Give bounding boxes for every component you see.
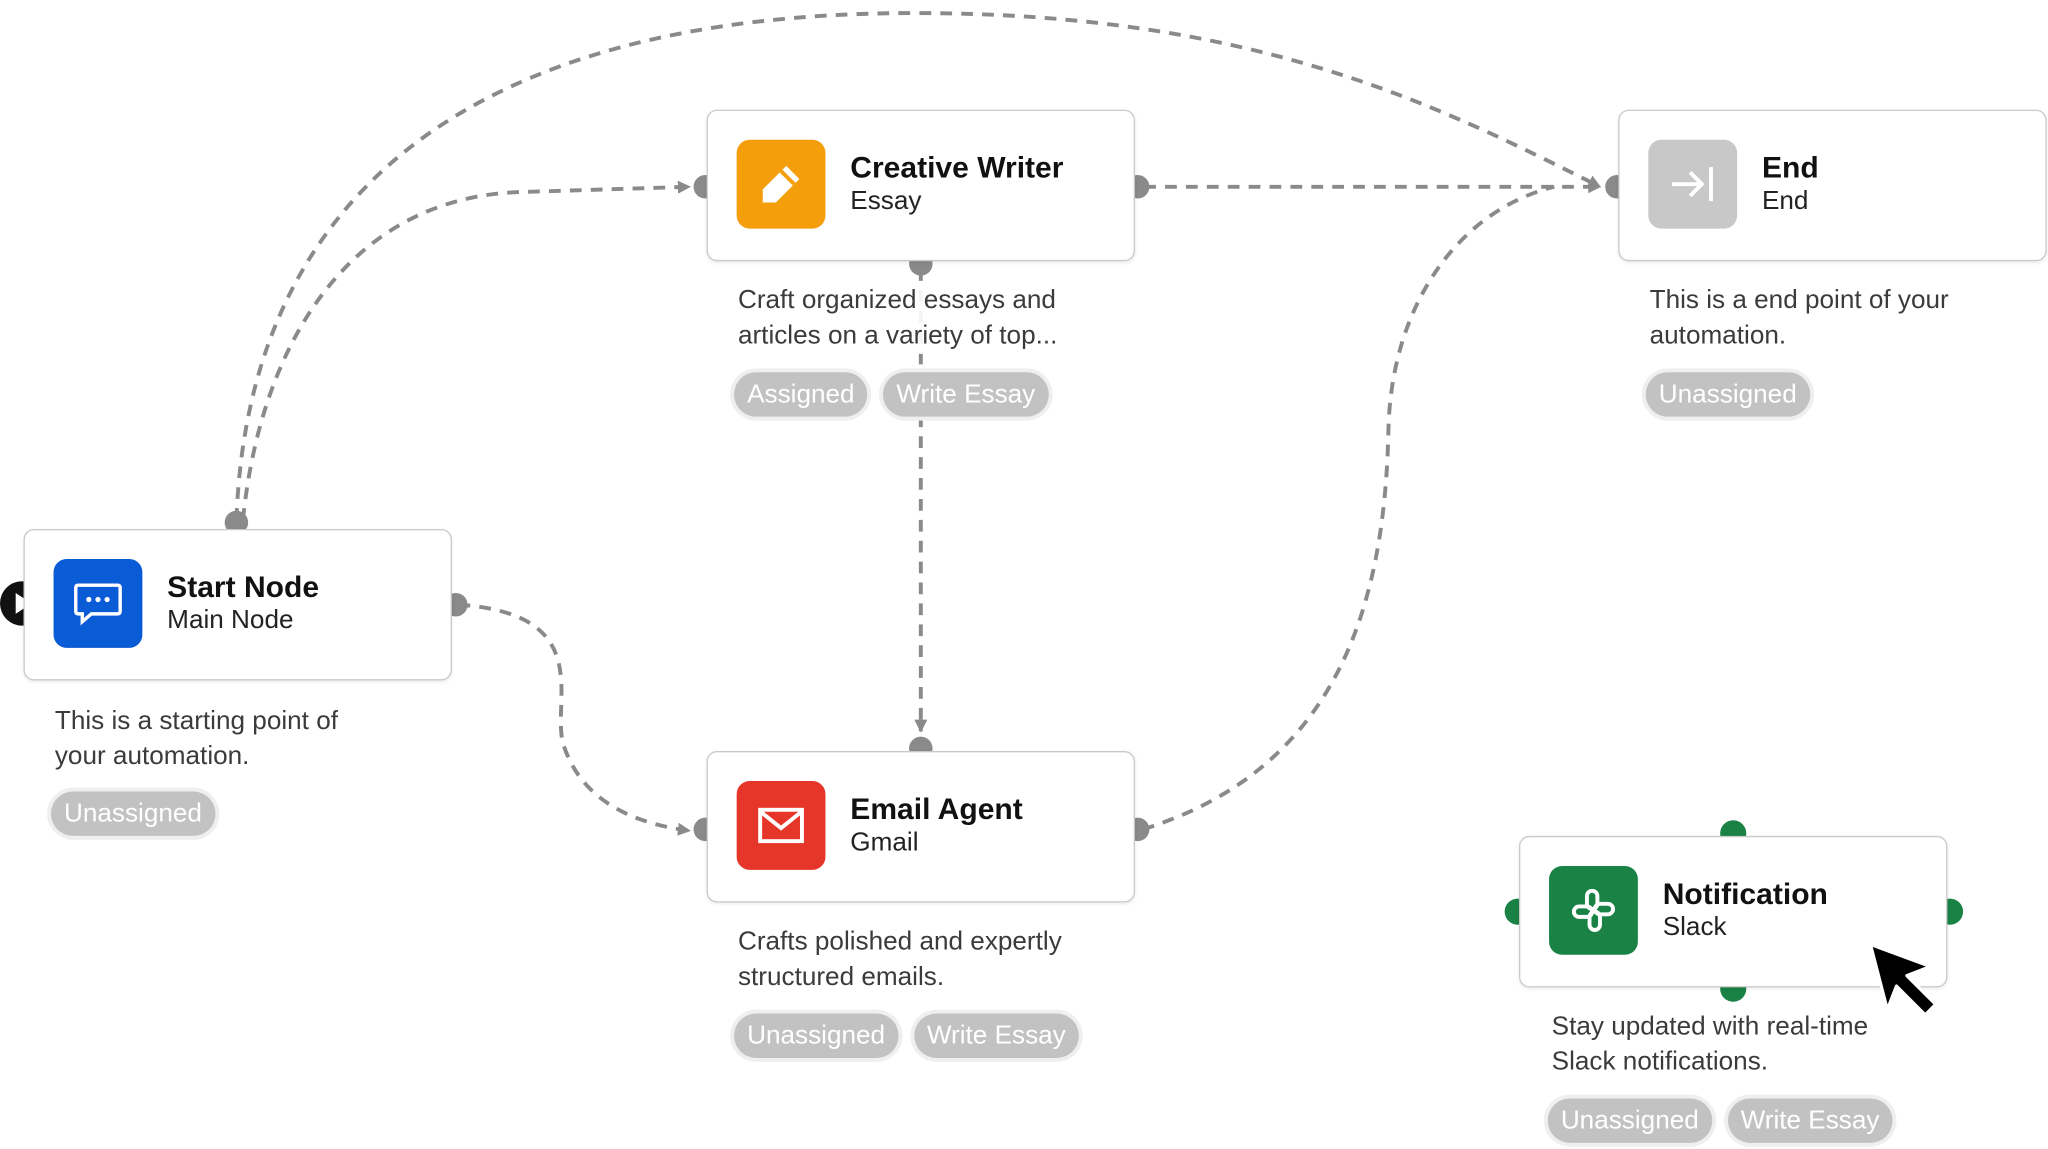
node-title: Email Agent bbox=[850, 791, 1023, 826]
node-description: Crafts polished and expertly structured … bbox=[732, 924, 1122, 996]
skill-tag: Write Essay bbox=[1727, 1098, 1893, 1143]
exit-arrow-icon bbox=[1648, 139, 1738, 229]
handle-start-top bbox=[224, 510, 249, 535]
tag-list: Unassigned Write Essay bbox=[1547, 1098, 1893, 1143]
edge-start-to-email bbox=[458, 602, 691, 836]
node-title: Notification bbox=[1662, 876, 1828, 911]
node-title: Creative Writer bbox=[850, 150, 1064, 185]
node-subtitle: Main Node bbox=[167, 606, 294, 635]
edge-email-to-end bbox=[1142, 184, 1555, 832]
tag-list: Assigned Write Essay bbox=[734, 372, 1049, 417]
status-tag: Unassigned bbox=[1645, 372, 1810, 417]
pencil-icon bbox=[736, 139, 826, 229]
status-tag: Unassigned bbox=[50, 791, 216, 836]
node-title: End bbox=[1761, 150, 1819, 185]
slack-icon bbox=[1549, 865, 1638, 955]
tag-list: Unassigned Write Essay bbox=[734, 1013, 1079, 1058]
node-subtitle: End bbox=[1761, 186, 1809, 216]
tag-list: Unassigned bbox=[1645, 372, 1810, 417]
status-tag: Assigned bbox=[734, 372, 868, 417]
status-tag: Unassigned bbox=[1547, 1098, 1712, 1143]
node-end[interactable]: End End bbox=[1618, 109, 2047, 262]
node-description: Stay updated with real-time Slack notifi… bbox=[1546, 1009, 1936, 1081]
node-subtitle: Gmail bbox=[850, 828, 919, 857]
edge-start-to-creative bbox=[240, 180, 691, 521]
edge-start-to-end bbox=[234, 11, 1602, 520]
chat-bubble-icon bbox=[53, 559, 143, 648]
node-creative-writer[interactable]: Creative Writer Essay bbox=[706, 109, 1136, 262]
tag-list: Unassigned bbox=[50, 791, 216, 836]
status-tag: Unassigned bbox=[734, 1013, 899, 1058]
skill-tag: Write Essay bbox=[913, 1013, 1079, 1058]
node-subtitle: Slack bbox=[1662, 912, 1727, 942]
node-description: Craft organized essays and articles on a… bbox=[732, 283, 1122, 354]
node-description: This is a end point of your automation. bbox=[1644, 283, 2008, 354]
skill-tag: Write Essay bbox=[883, 372, 1049, 417]
node-subtitle: Essay bbox=[850, 186, 922, 216]
mouse-cursor-icon bbox=[1868, 942, 1938, 1017]
mail-icon bbox=[736, 781, 826, 870]
node-start[interactable]: Start Node Main Node bbox=[23, 528, 452, 681]
node-email-agent[interactable]: Email Agent Gmail bbox=[706, 751, 1136, 903]
node-description: This is a starting point of your automat… bbox=[49, 703, 387, 775]
node-title: Start Node bbox=[167, 569, 320, 604]
